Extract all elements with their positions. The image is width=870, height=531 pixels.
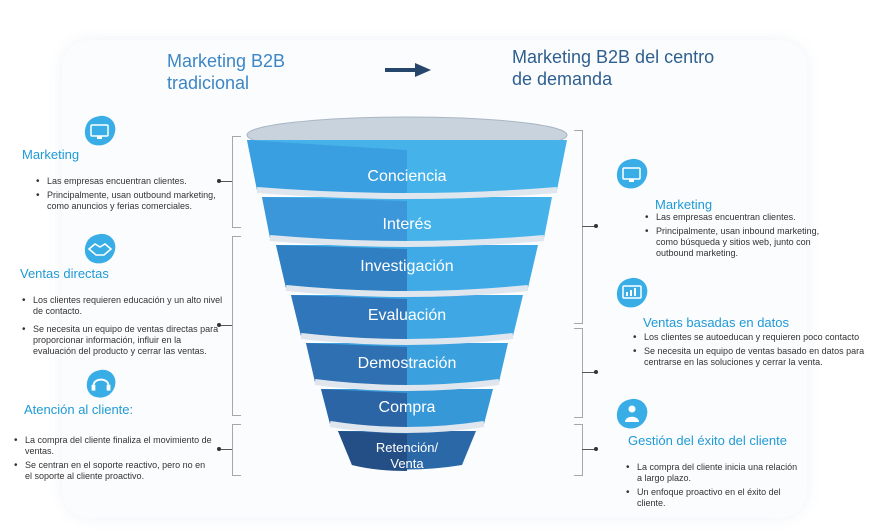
bracket-left-ventas <box>232 236 241 416</box>
header-demand-line1: Marketing B2B del centro <box>512 47 715 67</box>
stage-retencion-line1: Retención/ <box>375 440 439 455</box>
list-item: La compra del cliente finaliza el movimi… <box>12 435 214 457</box>
right-marketing-title: Marketing <box>655 197 713 212</box>
left-ventas-title: Ventas directas <box>20 266 109 281</box>
stage-conciencia: Conciencia <box>367 168 447 185</box>
list-item: Los clientes requieren educación y un al… <box>20 295 226 317</box>
left-atencion-title: Atención al cliente: <box>24 402 134 417</box>
left-ventas-list: Los clientes requieren educación y un al… <box>20 295 226 360</box>
stage-interes: Interés <box>382 216 432 233</box>
connector-dot <box>594 447 598 451</box>
left-marketing-title: Marketing <box>22 147 80 162</box>
list-item: Las empresas encuentran clientes. <box>643 212 833 223</box>
connector-right-exito <box>582 449 596 450</box>
stage-evaluacion: Evaluación <box>367 307 447 324</box>
list-item: La compra del cliente inicia una relació… <box>624 462 804 484</box>
list-item: Los clientes se autoeducan y requieren p… <box>631 332 867 343</box>
connector-dot <box>594 224 598 228</box>
stage-investigacion: Investigación <box>360 258 454 275</box>
computer-icon <box>616 158 648 189</box>
connector-right-marketing <box>582 226 596 227</box>
header-demand-line2: de demanda <box>512 69 613 89</box>
connector-dot <box>217 447 221 451</box>
right-exito-list: La compra del cliente inicia una relació… <box>624 462 804 512</box>
bracket-left-marketing <box>232 136 241 228</box>
list-item: Se necesita un equipo de ventas basado e… <box>631 346 867 368</box>
header-demand-center: Marketing B2B del centro de demanda <box>512 46 714 90</box>
list-item: Se centran en el soporte reactivo, pero … <box>12 460 214 482</box>
list-item: Un enfoque proactivo en el éxito del cli… <box>624 487 804 509</box>
headset-icon <box>86 369 116 398</box>
left-atencion-list: La compra del cliente finaliza el movimi… <box>12 435 214 485</box>
right-arrow-icon <box>385 63 431 77</box>
list-item: Principalmente, usan inbound marketing, … <box>643 226 833 259</box>
stage-demostracion: Demostración <box>357 355 457 372</box>
connector-dot <box>217 179 221 183</box>
connector-right-ventas <box>582 372 596 373</box>
header-traditional-line1: Marketing B2B <box>167 51 286 71</box>
bracket-right-exito <box>574 424 583 476</box>
list-item: Principalmente, usan outbound marketing,… <box>34 190 216 212</box>
computer-icon <box>84 115 116 146</box>
header-traditional-line2: tradicional <box>167 73 250 93</box>
right-ventas-list: Los clientes se autoeducan y requieren p… <box>631 332 867 371</box>
bracket-left-atencion <box>232 424 241 476</box>
header-traditional: Marketing B2B tradicional <box>167 50 285 94</box>
right-exito-title: Gestión del éxito del cliente <box>628 433 787 448</box>
bracket-right-ventas <box>574 328 583 418</box>
list-item: Las empresas encuentran clientes. <box>34 176 216 187</box>
right-ventas-title: Ventas basadas en datos <box>643 315 790 330</box>
left-marketing-list: Las empresas encuentran clientes. Princi… <box>34 176 216 215</box>
chart-screen-icon <box>616 277 648 308</box>
handshake-icon <box>84 233 116 264</box>
person-growth-icon <box>616 398 648 429</box>
stage-retencion-line2: Venta <box>390 456 424 471</box>
bracket-right-marketing <box>574 130 583 324</box>
list-item: Se necesita un equipo de ventas directas… <box>20 324 226 357</box>
connector-left-atencion <box>219 449 232 450</box>
stage-retencion: Retención/ Venta <box>257 440 557 472</box>
stage-compra: Compra <box>378 399 436 416</box>
right-marketing-list: Las empresas encuentran clientes. Princi… <box>643 212 833 262</box>
connector-left-marketing <box>219 181 232 182</box>
connector-dot <box>594 370 598 374</box>
